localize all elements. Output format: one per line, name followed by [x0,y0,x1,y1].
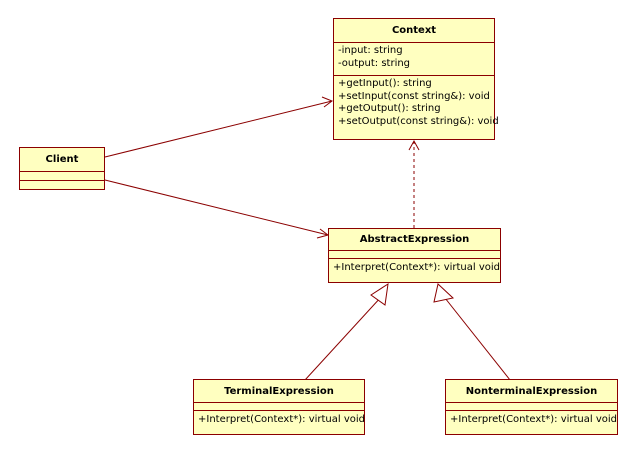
operation: +Interpret(Context*): virtual void [450,414,618,425]
operations-section: +Interpret(Context*): virtual void [194,411,366,430]
operation: +setOutput(const string&): void [338,115,499,127]
class-name: AbstractExpression [329,229,500,251]
class-client[interactable]: Client [19,147,105,190]
operation: +getOutput(): string [338,103,441,114]
class-name: TerminalExpression [194,380,364,403]
dependency-arrowhead [408,139,420,151]
attributes-section [446,403,617,411]
hollow-triangle-nonterminal [433,283,455,303]
operations-section: +Interpret(Context*): virtual void [446,411,617,430]
open-arrowhead-context [321,96,334,108]
operation: +Interpret(Context*): virtual void [198,414,366,425]
class-abstract-expression[interactable]: AbstractExpression +Interpret(Context*):… [328,228,501,283]
operations-section: +getInput(): string +setInput(const stri… [334,76,499,130]
generalization-terminal [304,295,383,381]
attributes-section: -input: string -output: string [334,43,494,76]
attributes-section [194,403,364,411]
operations-section [20,181,104,189]
class-name: NonterminalExpression [446,380,617,403]
attribute: -output: string [338,57,411,69]
class-name: Client [20,148,104,172]
attributes-section [329,251,500,259]
association-client-context [104,100,333,158]
attributes-section [20,172,104,181]
attribute: -input: string [338,45,403,56]
operation: +setInput(const string&): void [338,90,490,102]
class-nonterminal-expression[interactable]: NonterminalExpression +Interpret(Context… [445,379,618,435]
hollow-triangle-terminal [370,282,389,306]
operations-section: +Interpret(Context*): virtual void [329,259,500,278]
association-client-abstract [104,179,329,236]
class-context[interactable]: Context -input: string -output: string +… [333,18,499,140]
class-terminal-expression[interactable]: TerminalExpression +Interpret(Context*):… [193,379,365,435]
operation: +Interpret(Context*): virtual void [333,262,501,273]
class-name: Context [334,19,494,43]
generalization-nonterminal [444,297,511,381]
operation: +getInput(): string [338,78,432,89]
